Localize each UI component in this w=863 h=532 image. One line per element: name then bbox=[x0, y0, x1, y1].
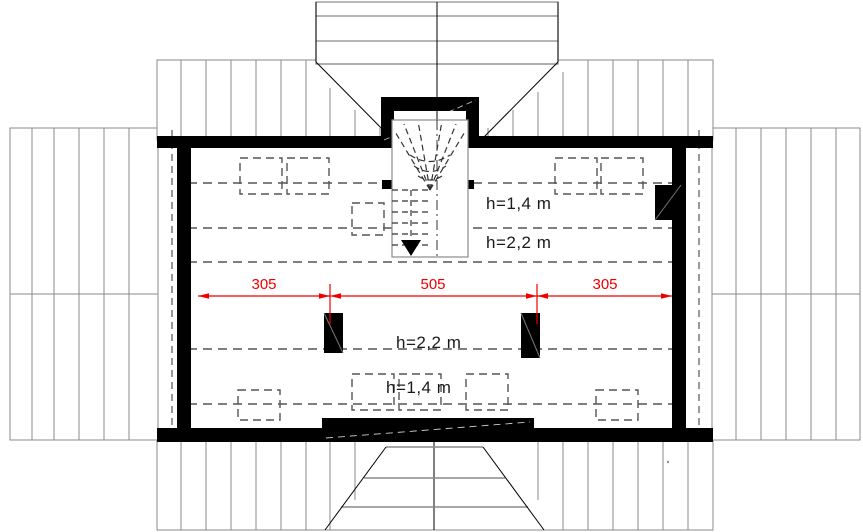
alignment-guide-lines bbox=[171, 130, 700, 442]
dimension-label: 305 bbox=[251, 276, 276, 293]
right-roof-slope bbox=[711, 127, 861, 441]
top-dormer bbox=[315, 1, 559, 141]
ceiling-height-label: h=2,2 m bbox=[486, 233, 551, 252]
bottom-dormer-roof-lines bbox=[325, 421, 531, 439]
lower-roof-slope bbox=[156, 439, 714, 531]
ceiling-height-label: h=1,4 m bbox=[386, 378, 451, 397]
stair-direction-arrow bbox=[401, 240, 421, 256]
stair-nib-right bbox=[464, 180, 474, 189]
dimension-label: 305 bbox=[592, 276, 617, 293]
left-roof-slope bbox=[9, 127, 159, 441]
reference-dot bbox=[666, 460, 670, 464]
winder-staircase bbox=[391, 119, 469, 258]
dimension-chain: 305 505 305 bbox=[198, 276, 672, 324]
ceiling-height-labels: h=1,4 m h=2,2 m h=2,2 m h=1,4 m bbox=[386, 194, 551, 397]
wall-openings bbox=[323, 180, 682, 359]
dimension-label: 505 bbox=[420, 276, 445, 293]
stair-nib-left bbox=[382, 180, 392, 189]
hidden-rooflight-boxes bbox=[237, 157, 644, 421]
ceiling-height-label: h=2,2 m bbox=[396, 333, 461, 352]
ceiling-height-label: h=1,4 m bbox=[486, 194, 551, 213]
